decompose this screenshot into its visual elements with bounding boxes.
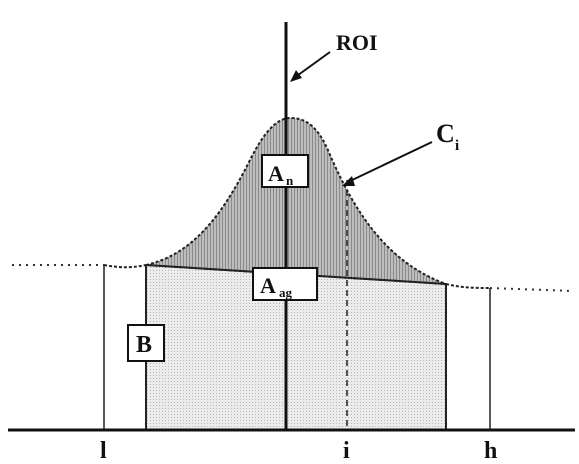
baseline-label: B xyxy=(136,332,152,358)
peak-area-region xyxy=(145,116,447,285)
tick-label-high: h xyxy=(484,438,497,464)
tick-label-low: l xyxy=(100,438,107,464)
right-dotted-extension xyxy=(489,287,573,292)
peak-area-label-subscript: n xyxy=(286,173,294,188)
curve-left-tail xyxy=(103,264,147,269)
peak-area-label-box xyxy=(261,154,309,188)
background-area-region xyxy=(146,265,446,430)
tick-label-index: i xyxy=(343,438,350,464)
background-area-label-box xyxy=(252,267,318,301)
baseline-label-box xyxy=(127,324,165,362)
roi-label: ROI xyxy=(336,30,378,55)
curve-arrow-head xyxy=(342,176,355,186)
background-area-label: A xyxy=(260,273,276,298)
curve-right-tail xyxy=(445,283,491,289)
curve-label-subscript: i xyxy=(455,138,459,154)
curve-arrow-shaft xyxy=(347,141,433,183)
peak-area-label: A xyxy=(268,161,284,186)
background-area-label-subscript: ag xyxy=(279,285,293,300)
roi-arrow-shaft xyxy=(293,51,331,79)
curve-label: C xyxy=(436,119,455,148)
roi-arrow-head xyxy=(290,70,302,82)
